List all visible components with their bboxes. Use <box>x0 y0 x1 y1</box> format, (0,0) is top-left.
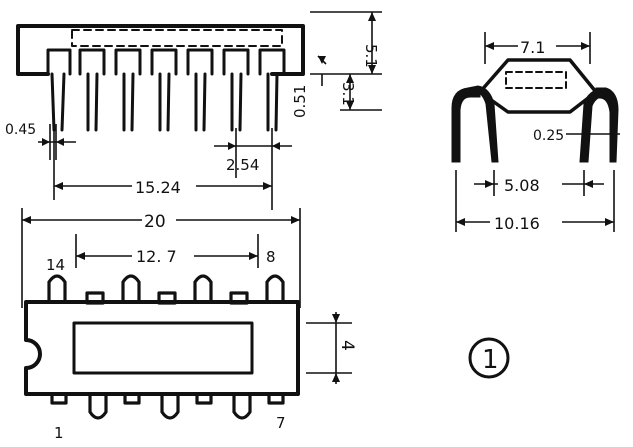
dim-0-45-label: 0.45 <box>5 122 36 138</box>
pin-14-label: 14 <box>46 256 65 274</box>
top-pins-lower <box>50 392 285 420</box>
dim-0-51-label: 0.51 <box>291 85 309 118</box>
end-die-outline <box>505 71 567 89</box>
dim-20-label: 20 <box>144 212 166 232</box>
dim-0-25-label: 0.25 <box>533 128 564 144</box>
dim-4-label: 4 <box>337 340 357 351</box>
dim-5-08-label: 5.08 <box>504 176 540 195</box>
dim-5-1-label: 5.1 <box>362 44 380 68</box>
side-body-outline <box>16 24 305 76</box>
dim-2-54-label: 2.54 <box>226 156 259 174</box>
end-lead-left <box>467 85 499 163</box>
figure-number-badge: 1 <box>468 337 510 379</box>
side-pins <box>46 48 286 132</box>
dim-7-1-label: 7.1 <box>520 38 545 57</box>
end-view: 7.1 0.25 5.08 10.16 <box>451 32 620 233</box>
dim-12-7-label: 12. 7 <box>136 247 177 266</box>
end-lead-right <box>579 87 607 163</box>
top-body-outline <box>24 300 300 396</box>
side-view: 5.1 3.1 0.51 0.45 2.54 15.24 <box>5 11 382 210</box>
dim-10-16-label: 10.16 <box>494 214 540 233</box>
pin-7-label: 7 <box>276 414 286 432</box>
top-label-area <box>72 321 254 375</box>
pin-8-label: 8 <box>266 248 276 266</box>
side-die-outline <box>71 29 283 47</box>
dim-3-1-label: 3.1 <box>339 82 357 106</box>
top-pins-upper <box>47 274 285 305</box>
figure-number: 1 <box>482 345 499 375</box>
dim-15-24-label: 15.24 <box>135 178 181 197</box>
top-view: 20 12. 7 14 8 <box>21 208 357 442</box>
pin-1-label: 1 <box>54 424 64 442</box>
end-body-outline <box>478 58 598 114</box>
